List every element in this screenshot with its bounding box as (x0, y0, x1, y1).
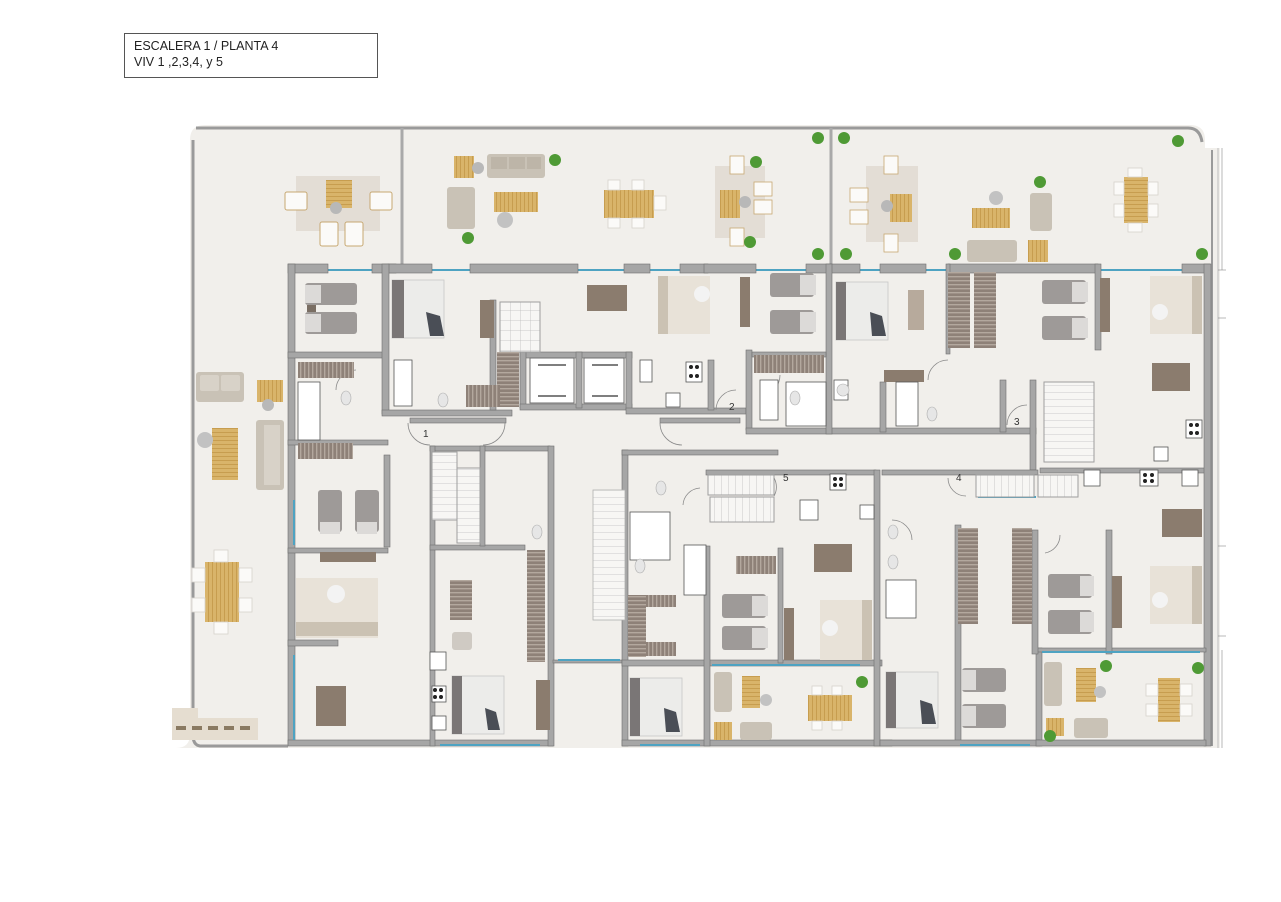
unit-label-4: 4 (956, 473, 962, 484)
cooktops (433, 365, 1199, 699)
terrace-south-1 (714, 672, 868, 740)
plan-title-box: ESCALERA 1 / PLANTA 4 VIV 1 ,2,3,4, y 5 (124, 33, 378, 78)
unit-label-1: 1 (423, 429, 429, 440)
north-facade (287, 263, 1211, 274)
dimension-lines (1218, 148, 1226, 748)
stair-core (431, 301, 1095, 621)
terrace-north-2 (838, 132, 1208, 262)
terrace-dividers (400, 128, 833, 266)
wardrobes (298, 272, 1122, 730)
plan-title-line-2: VIV 1 ,2,3,4, y 5 (134, 55, 223, 69)
terrace-north-1 (447, 132, 824, 260)
unit-label-3: 3 (1014, 417, 1020, 428)
unit-label-5: 5 (783, 473, 789, 484)
door-swings (335, 359, 1061, 554)
terrace-south-2 (1044, 660, 1204, 742)
toilets (340, 383, 938, 574)
terrace-west (172, 176, 393, 740)
plan-title-line-1: ESCALERA 1 / PLANTA 4 (134, 39, 279, 53)
beds (305, 273, 1094, 737)
unit-label-2: 2 (729, 402, 735, 413)
unit-labels: 1 2 3 4 5 (423, 402, 1020, 484)
living-areas (296, 276, 1202, 726)
elevators (529, 357, 625, 404)
